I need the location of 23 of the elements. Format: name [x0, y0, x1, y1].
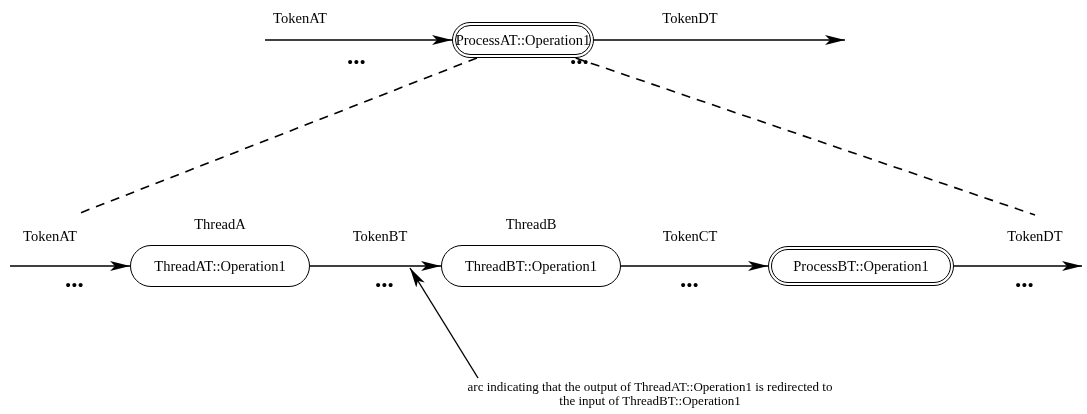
process-node: [768, 246, 954, 286]
arrow: [309, 261, 442, 271]
annotation-text: arc indicating that the output of ThreadAT::Operation1 is redirected to the input of ThreadBT::Operation1: [466, 380, 834, 408]
ellipsis: •••: [1015, 279, 1035, 291]
arrow: [9, 261, 131, 271]
thread-label: ThreadB: [504, 216, 558, 233]
ellipsis: •••: [570, 56, 590, 68]
node-label: ProcessAT::Operation1: [455, 31, 591, 49]
ellipsis: •••: [375, 279, 395, 291]
leader-line: [409, 267, 479, 379]
arrow: [953, 261, 1083, 271]
arrow: [620, 261, 769, 271]
arrow: [593, 35, 846, 45]
node-label: ThreadAT::Operation1: [154, 257, 286, 275]
node-label: ThreadBT::Operation1: [464, 257, 598, 275]
dashed-line: [574, 57, 1036, 216]
ellipsis: •••: [65, 279, 85, 291]
process-node: [452, 22, 594, 58]
thread-label: ThreadA: [193, 216, 247, 233]
node-label: ProcessBT::Operation1: [793, 257, 929, 275]
ellipsis: •••: [680, 279, 700, 291]
ellipsis: •••: [347, 56, 367, 68]
arrow: [264, 35, 453, 45]
